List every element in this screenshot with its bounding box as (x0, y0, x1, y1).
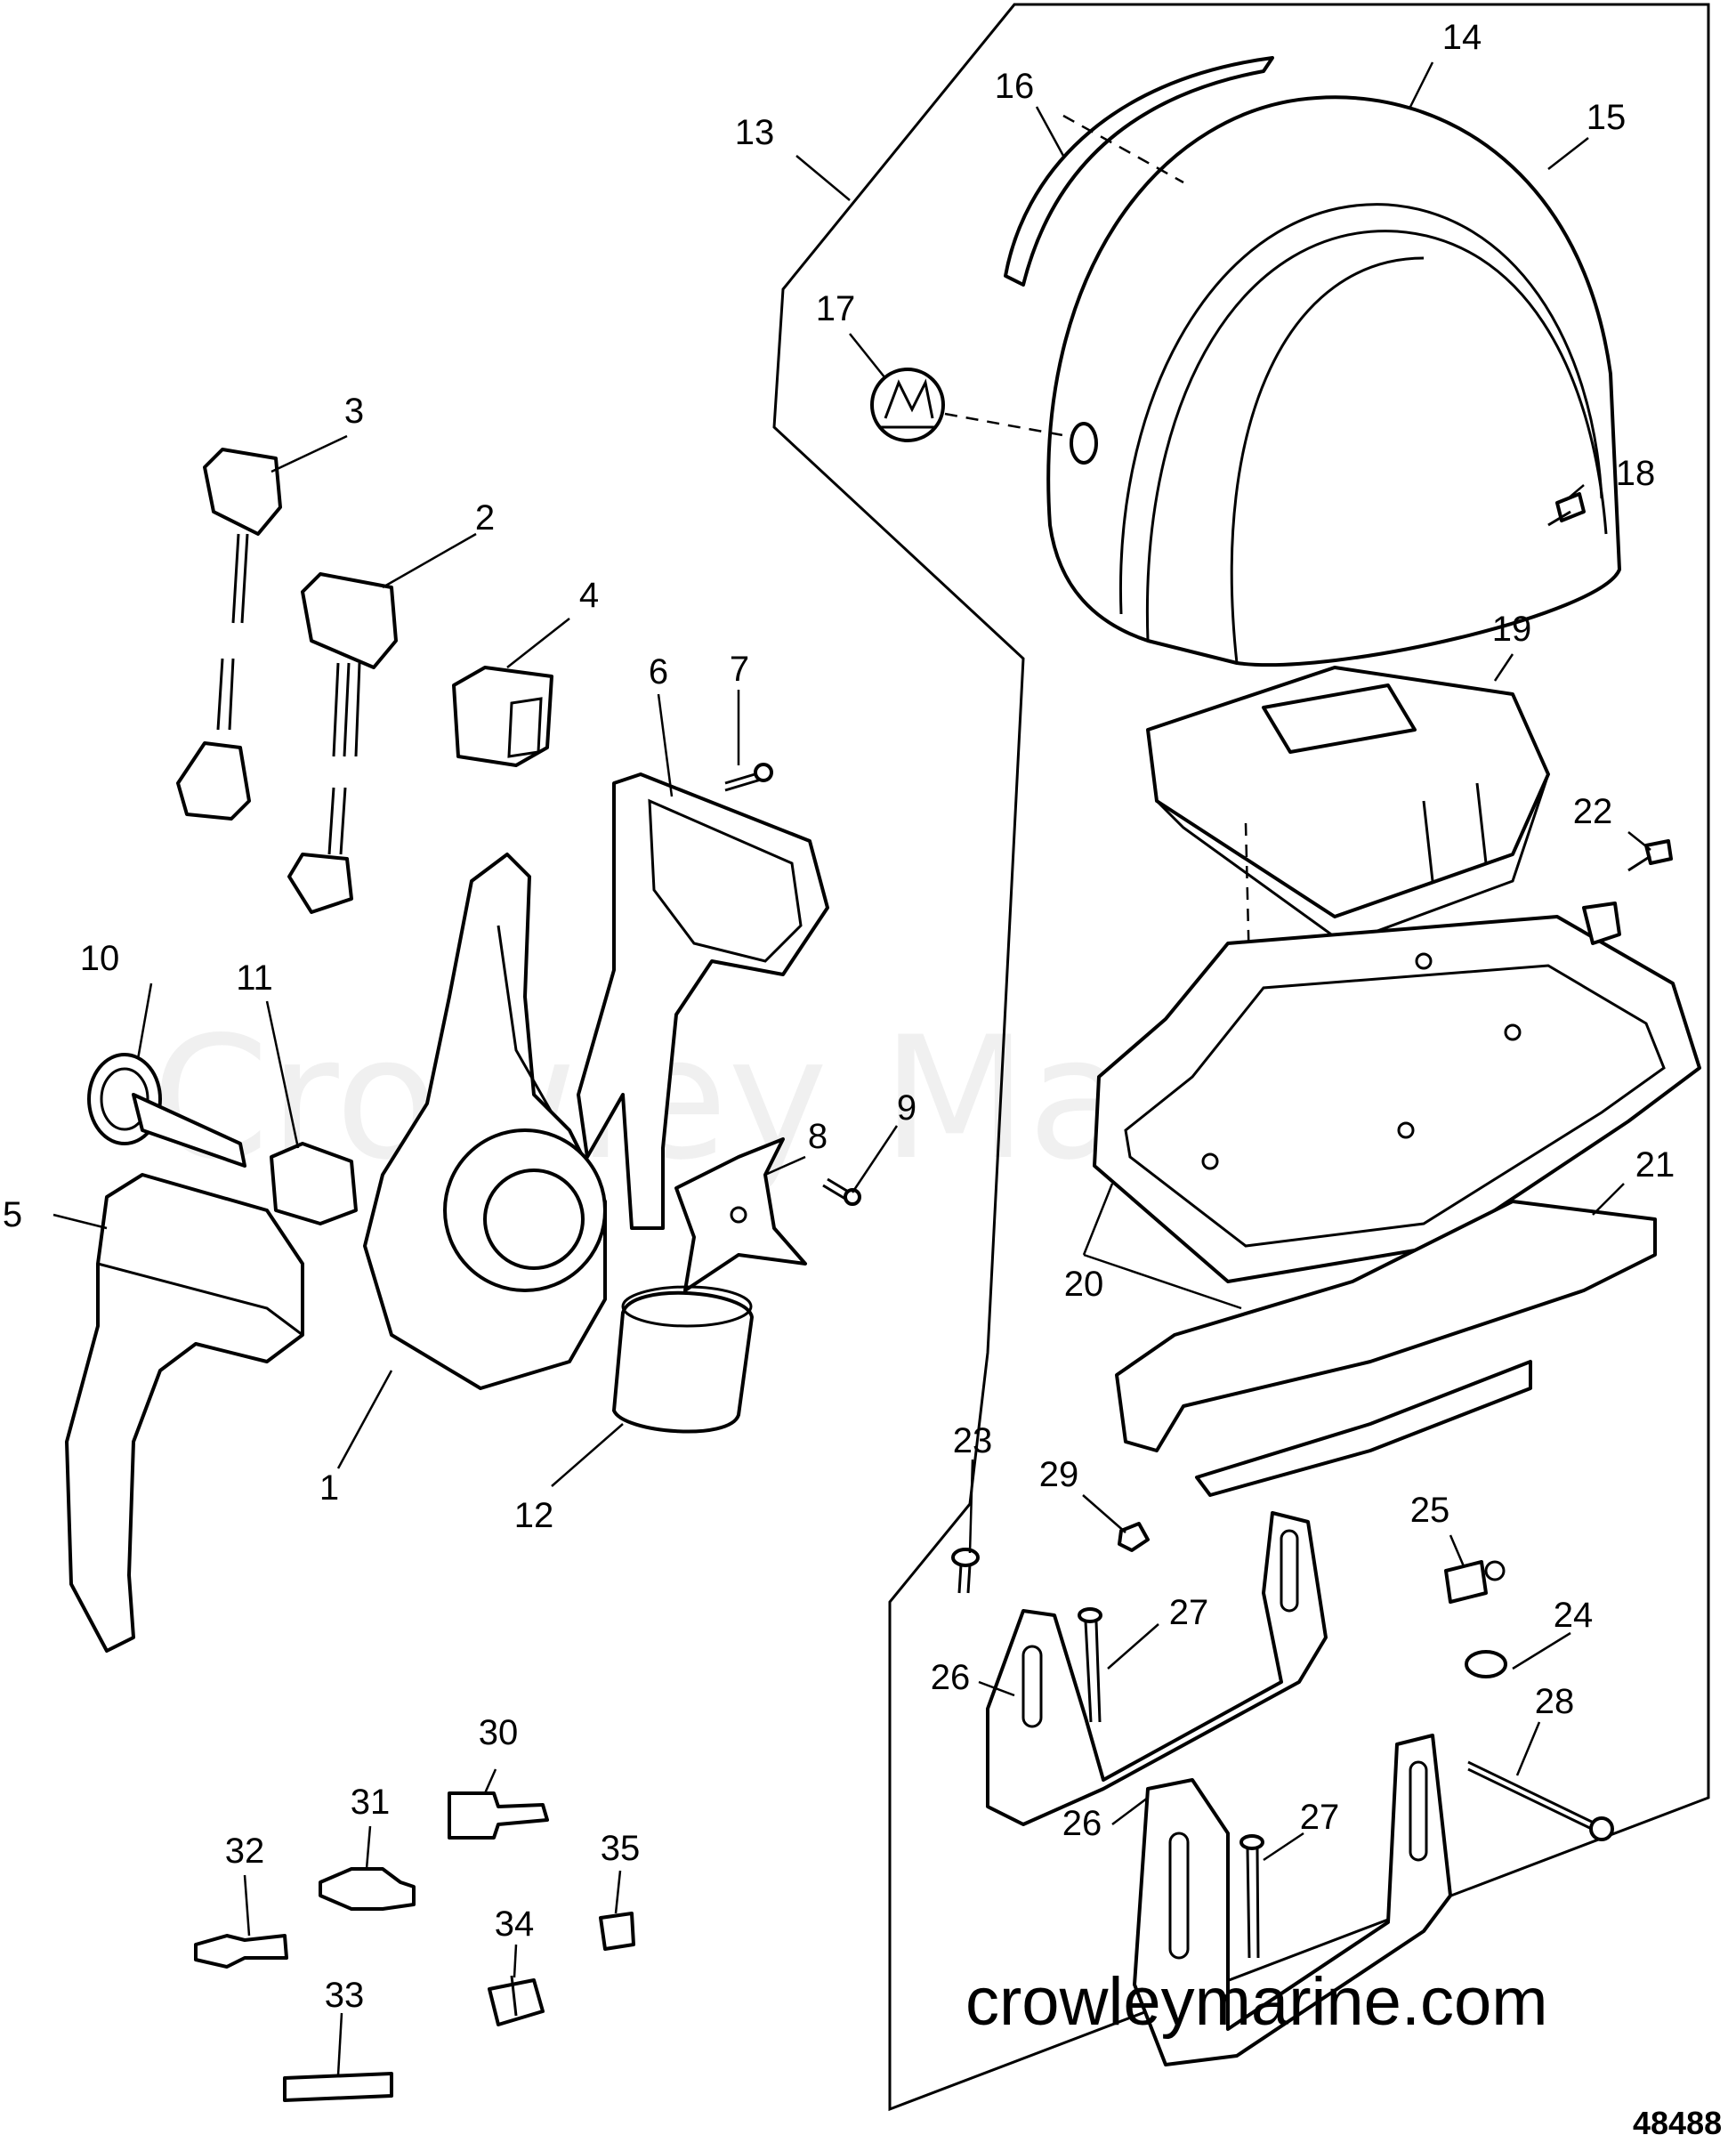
terminal-35 (599, 1912, 635, 1951)
terminal-34 (488, 1975, 545, 2026)
clip-25 (1444, 1560, 1506, 1604)
callout-29: 29 (1039, 1455, 1079, 1494)
cap-10 (87, 1053, 246, 1168)
bracket-lower (1133, 1734, 1452, 2066)
cover-trim-strip (1004, 56, 1274, 287)
callout-1: 1 (319, 1468, 339, 1508)
terminal-33 (283, 2072, 393, 2102)
bushing-11 (270, 1142, 358, 1225)
screw-18 (1547, 492, 1586, 527)
assembly-boundary (772, 3, 1710, 2112)
callout-5: 5 (3, 1195, 22, 1234)
callout-2: 2 (475, 498, 495, 538)
screw-27-lower (1239, 1834, 1264, 1959)
callout-8: 8 (808, 1117, 828, 1156)
callout-27-upper: 27 (1169, 1593, 1209, 1632)
callout-19: 19 (1492, 610, 1532, 649)
control-cover (1046, 95, 1621, 667)
nut-29 (1118, 1522, 1150, 1552)
callout-33: 33 (325, 1976, 365, 2015)
screw-9 (822, 1177, 861, 1206)
connector-2 (301, 572, 398, 757)
callout-22: 22 (1573, 792, 1613, 831)
callout-21: 21 (1635, 1145, 1675, 1185)
ring-12 (612, 1285, 754, 1434)
connector-3 (203, 448, 282, 624)
callout-30: 30 (479, 1713, 519, 1752)
screw-23 (951, 1548, 980, 1594)
callout-9: 9 (897, 1088, 916, 1128)
terminal-31 (319, 1867, 416, 1911)
callout-labels: 1 2 3 4 5 6 7 8 9 10 11 12 13 14 15 16 1… (3, 18, 1675, 2015)
screw-22 (1627, 839, 1673, 872)
clamp-24 (1465, 1650, 1507, 1678)
callout-25: 25 (1410, 1491, 1450, 1530)
callout-26-lower: 26 (1062, 1804, 1102, 1843)
handle-body-1 (363, 853, 607, 1390)
plug-lower-left (176, 658, 251, 821)
callout-7: 7 (730, 650, 749, 689)
drawing-number: 48488 (1633, 2105, 1722, 2141)
callout-27-lower: 27 (1300, 1798, 1340, 1837)
screw-27-upper (1078, 1607, 1102, 1723)
rod-28 (1467, 1760, 1614, 1841)
mercury-emblem (870, 368, 945, 442)
callout-16: 16 (995, 67, 1035, 106)
callout-26-upper: 26 (931, 1658, 971, 1697)
callout-4: 4 (579, 576, 599, 615)
callout-12: 12 (514, 1496, 554, 1535)
callout-leaders (52, 61, 1651, 2076)
callout-35: 35 (601, 1829, 641, 1868)
control-base-top (1146, 666, 1550, 945)
callout-11: 11 (236, 958, 273, 998)
callout-32: 32 (225, 1832, 265, 1871)
trim-leader (1062, 114, 1184, 184)
plug-lower-right (287, 787, 353, 914)
terminal-32 (194, 1934, 288, 1969)
callout-14: 14 (1442, 18, 1482, 57)
pin-7 (724, 763, 773, 792)
site-url: crowleymarine.com (965, 1964, 1548, 2040)
callout-17: 17 (816, 289, 856, 328)
callout-28: 28 (1535, 1682, 1575, 1721)
terminal-30 (448, 1791, 549, 1840)
callout-24: 24 (1554, 1596, 1594, 1635)
bracket-upper (986, 1511, 1328, 1826)
callout-3: 3 (344, 392, 364, 431)
callout-31: 31 (351, 1783, 391, 1822)
callout-20: 20 (1064, 1265, 1104, 1304)
callout-6: 6 (649, 652, 668, 691)
callout-15: 15 (1587, 98, 1627, 137)
callout-13: 13 (735, 113, 775, 152)
gasket-plate (1115, 1200, 1657, 1497)
callout-23: 23 (953, 1421, 993, 1460)
trim-piece-8 (674, 1137, 807, 1292)
callout-10: 10 (80, 939, 120, 978)
trigger-housing-6 (577, 772, 829, 1230)
boot-4 (452, 666, 553, 767)
callout-18: 18 (1616, 454, 1656, 493)
callout-34: 34 (495, 1904, 535, 1944)
grip-5 (65, 1173, 304, 1653)
control-base-frame (1093, 902, 1701, 1283)
